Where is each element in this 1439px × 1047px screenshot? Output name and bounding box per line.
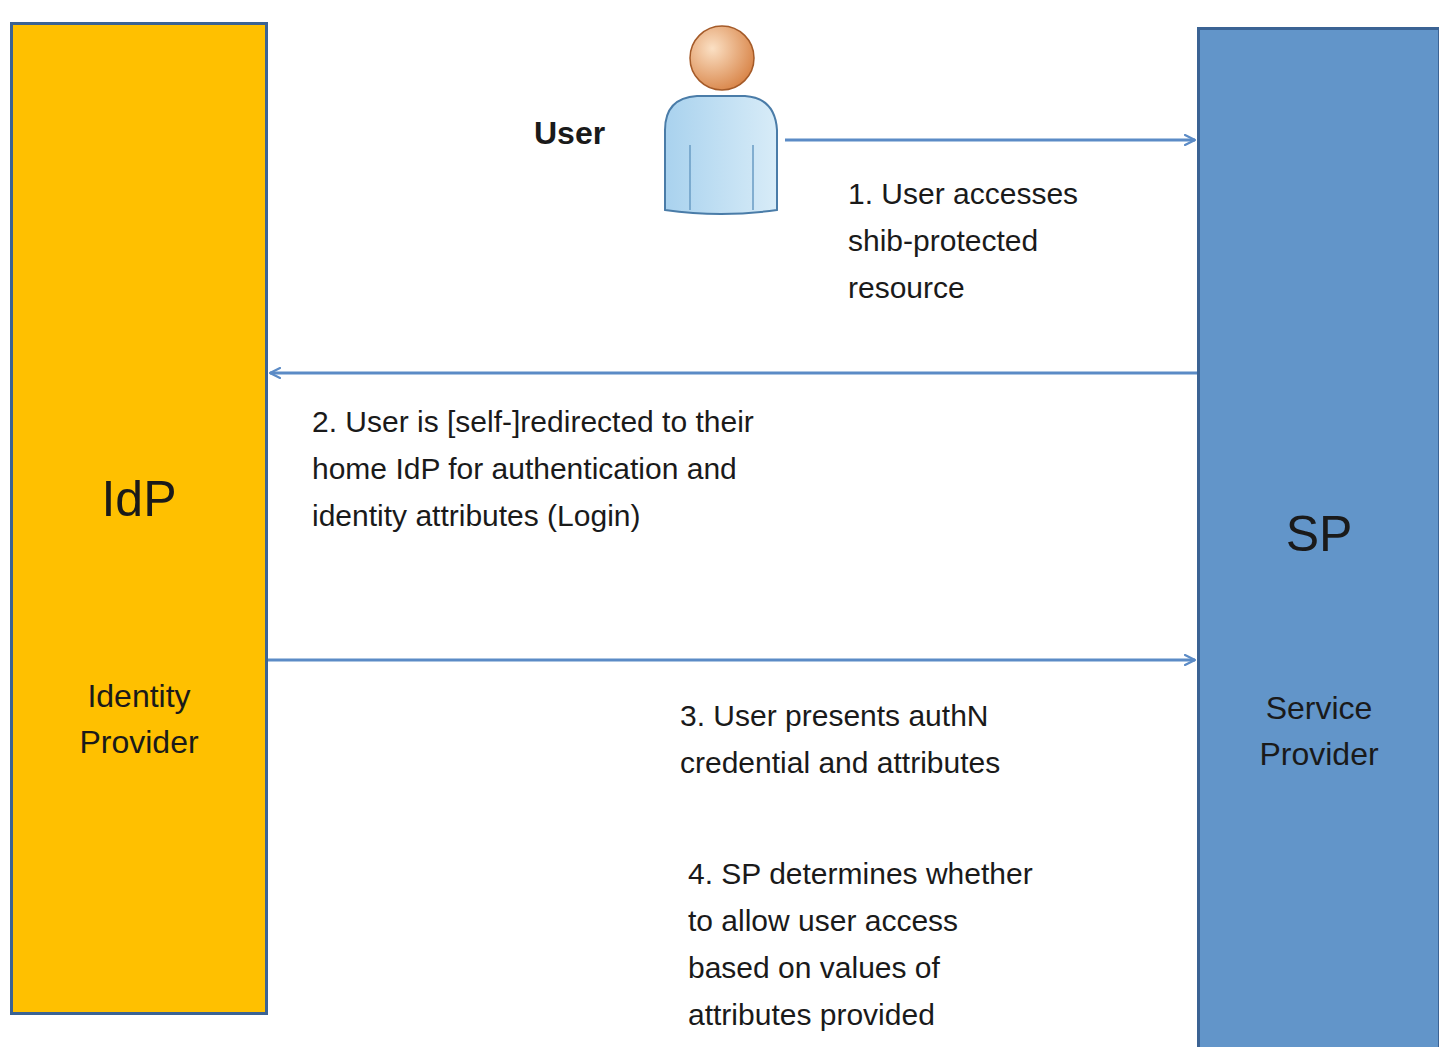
service-provider-box: SP Service Provider: [1197, 27, 1439, 1047]
actor-name: User: [534, 110, 644, 156]
step-note: 4. SP determines whether to allow user a…: [688, 850, 1038, 1038]
node-subtitle: Service Provider: [1229, 685, 1409, 777]
node-title: IdP: [13, 463, 265, 536]
flow-arrow: [785, 139, 1195, 142]
person-icon: [635, 10, 785, 215]
step-label: 2. User is [self-]redirected to their ho…: [312, 398, 812, 539]
person-body: [665, 96, 777, 214]
node-title: SP: [1200, 498, 1438, 571]
flow-arrow: [268, 659, 1195, 662]
identity-provider-box: IdP Identity Provider: [10, 22, 268, 1015]
step-label: 3. User presents authN credential and at…: [680, 692, 1090, 786]
flow-arrow: [270, 372, 1197, 375]
user-figure: User: [520, 10, 785, 215]
step-label: 1. User accesses shib-protected resource: [848, 170, 1148, 311]
node-subtitle: Identity Provider: [54, 673, 224, 765]
person-head: [690, 26, 754, 90]
person-arm-lines: [690, 145, 753, 210]
